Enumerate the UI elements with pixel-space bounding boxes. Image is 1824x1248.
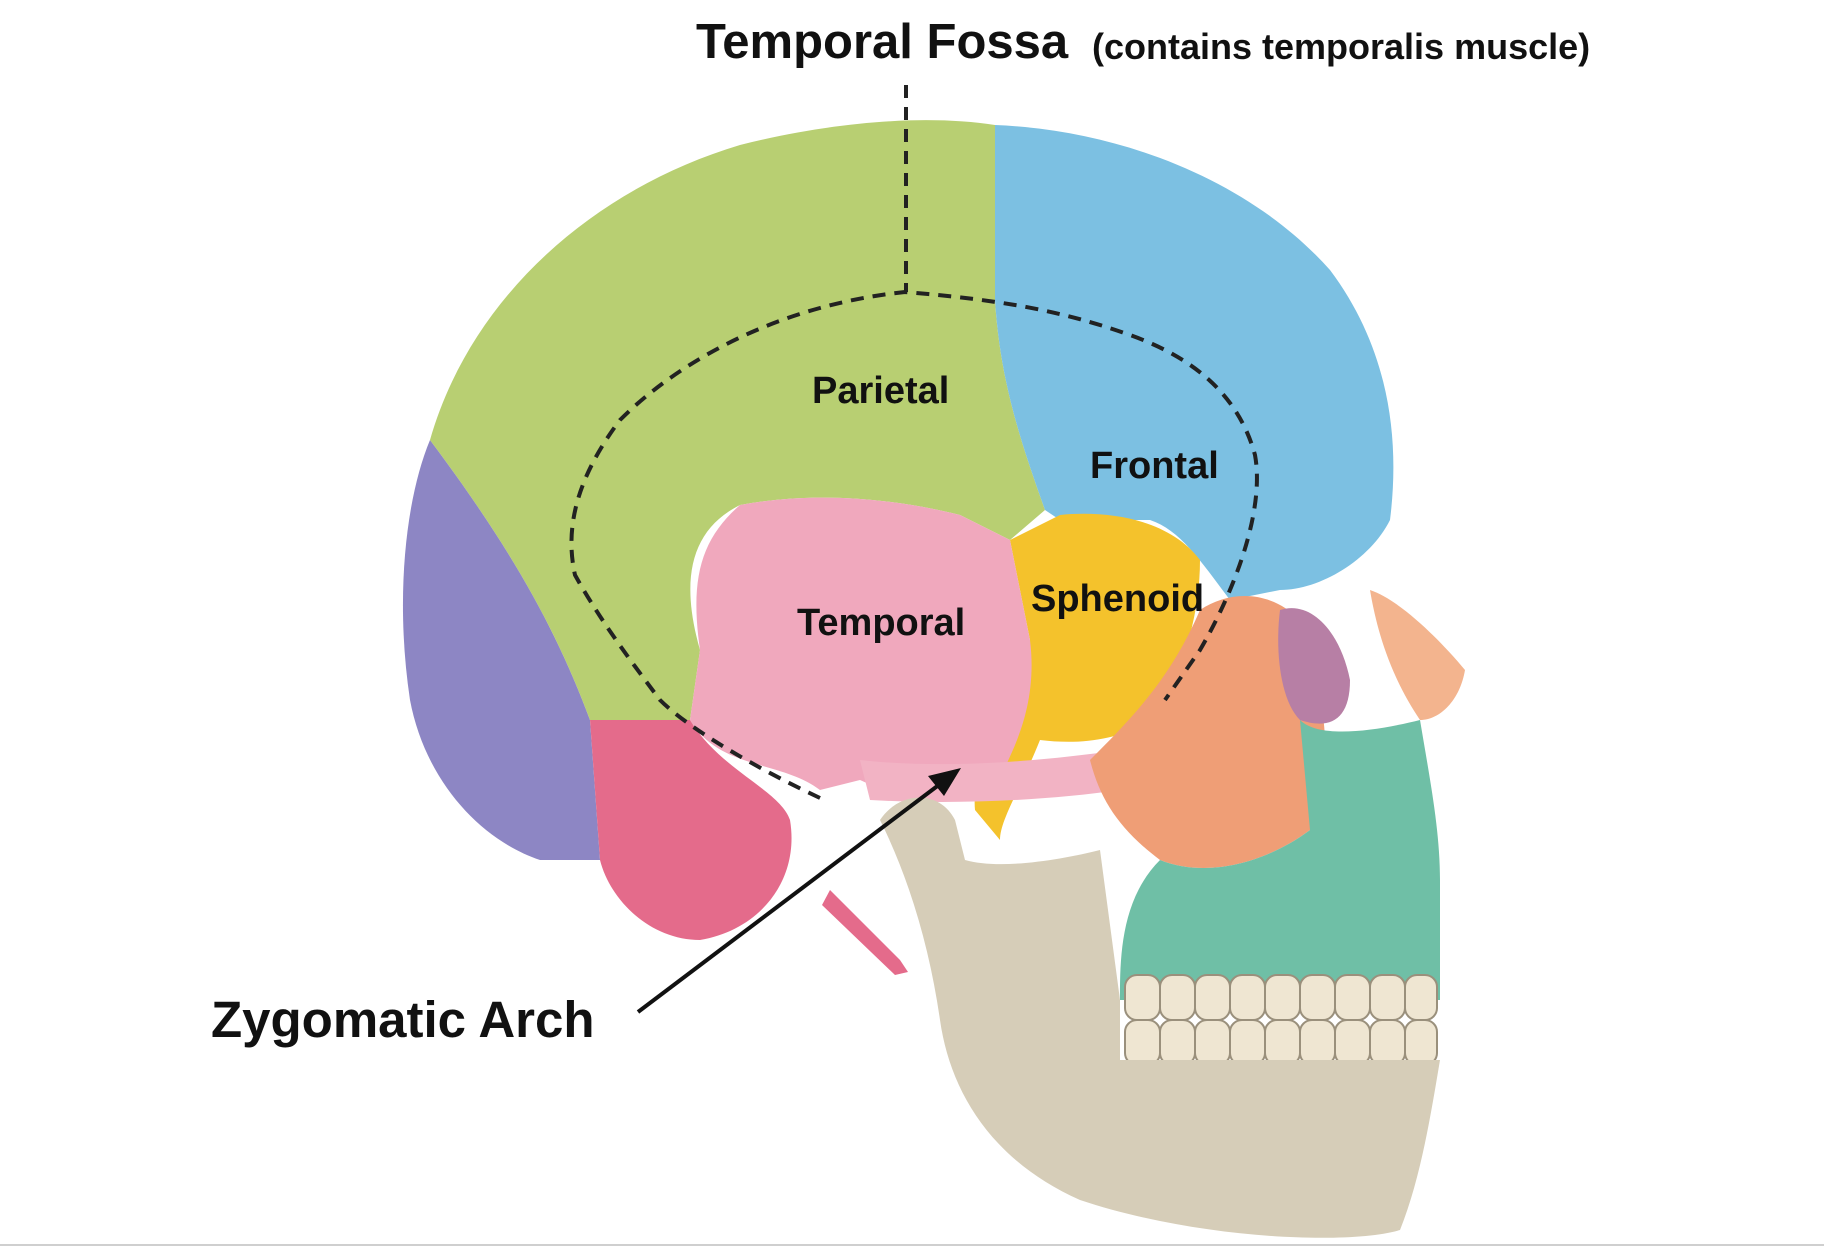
temporal-bone [690, 497, 1032, 800]
occipital-bone [402, 440, 600, 860]
parietal-label: Parietal [812, 370, 950, 412]
mandible-bone [880, 797, 1440, 1238]
diagram-subtitle: (contains temporalis muscle) [1092, 26, 1591, 67]
temporal-fossa-outline [569, 289, 1259, 800]
zygomatic-arch-label: Zygomatic Arch [211, 991, 595, 1048]
teeth [1124, 974, 1438, 1066]
frontal-label: Frontal [1090, 445, 1219, 487]
orbit [1278, 608, 1350, 724]
zygomatic-arrow-line [636, 776, 950, 1014]
parietal-bone [430, 120, 1045, 721]
zygomatic-bone [1090, 596, 1326, 869]
mastoid-region [590, 720, 792, 940]
styloid-process [822, 890, 908, 975]
maxilla-bone [1120, 720, 1440, 1000]
nasal-bone [1370, 590, 1465, 720]
zygomatic-arrow-head [928, 768, 961, 796]
sphenoid-label: Sphenoid [1031, 578, 1205, 620]
frontal-bone [995, 125, 1394, 600]
page-bottom-rule [0, 1244, 1824, 1246]
zygomatic-arch-shape [860, 750, 1120, 802]
diagram-title: Temporal Fossa [696, 15, 1069, 69]
temporal-label: Temporal [797, 602, 966, 644]
sphenoid-bone [974, 513, 1200, 840]
